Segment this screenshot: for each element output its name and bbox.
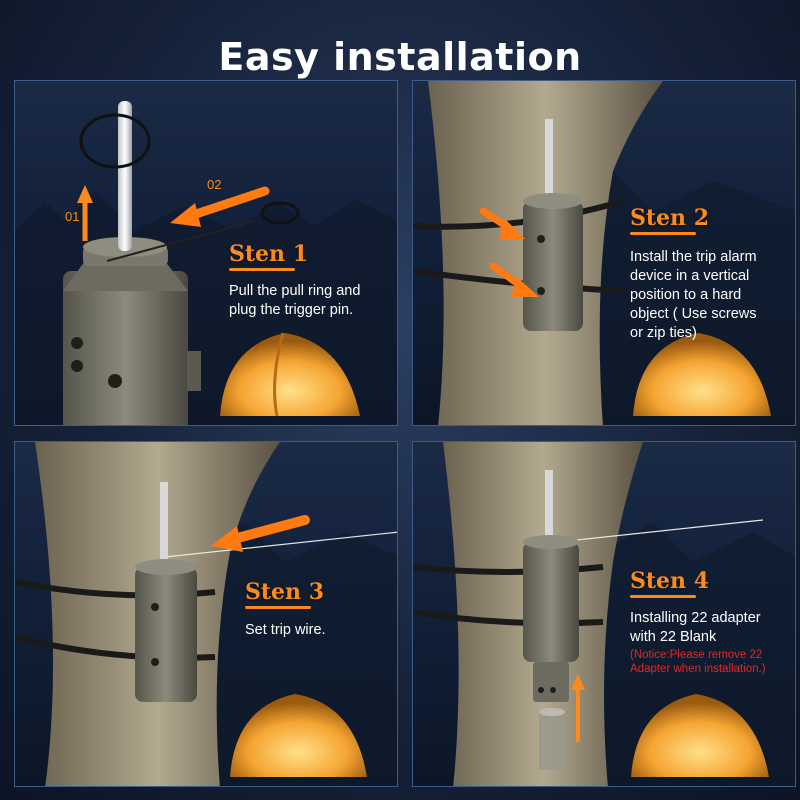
step-2-line-3: position to a hard [630, 287, 742, 303]
arrow-icon [489, 262, 539, 297]
step-3-panel: Sten 3 Set trip wire. [14, 441, 398, 787]
trip-alarm-device [135, 482, 197, 702]
step-2-line-2: device in a vertical [630, 268, 750, 284]
arrow-label-02: 02 [207, 177, 222, 192]
step-2-illustration [413, 81, 795, 425]
tent-icon [633, 333, 771, 416]
trip-wire [164, 531, 397, 558]
step-4-illustration [413, 442, 795, 786]
step-4-line-2: with 22 Blank [630, 629, 717, 645]
step-1-illustration [15, 101, 397, 425]
arrow-icon [170, 186, 270, 227]
step-1-underline [229, 268, 295, 271]
arrow-icon [77, 185, 93, 241]
step-2-underline [630, 232, 696, 235]
trip-alarm-device [523, 470, 579, 702]
step-4-notice-1: (Notice:Please remove 22 [630, 649, 763, 661]
step-4-line-1: Installing 22 adapter [630, 610, 761, 626]
step-3-line-1: Set trip wire. [245, 622, 326, 638]
tent-icon [631, 694, 769, 777]
arrow-icon [571, 674, 585, 742]
step-3-underline [245, 606, 311, 609]
step-4-heading: Sten 4 [630, 568, 710, 594]
step-2-panel: Sten 2 Install the trip alarm device in … [412, 80, 796, 426]
step-4-panel: Sten 4 Installing 22 adapter with 22 Bla… [412, 441, 796, 787]
step-4-notice-2: Adapter when installation.) [630, 663, 766, 675]
step-3-heading: Sten 3 [245, 579, 325, 605]
step-2-line-5: or zip ties) [630, 325, 697, 341]
step-1-line-2: plug the trigger pin. [229, 302, 354, 318]
trip-alarm-device [523, 119, 583, 331]
step-3-illustration [15, 442, 397, 786]
page-title: Easy installation [218, 35, 582, 80]
arrow-label-01: 01 [65, 209, 80, 224]
arrow-icon [479, 207, 525, 239]
step-2-heading: Sten 2 [630, 205, 710, 231]
trip-wire [557, 519, 764, 543]
trip-alarm-device [63, 237, 201, 425]
tent-icon [230, 694, 367, 777]
arrow-icon [211, 515, 310, 552]
step-1-heading: Sten 1 [229, 241, 309, 267]
step-2-line-4: object ( Use screws [630, 306, 757, 322]
pull-ring [79, 113, 151, 169]
trigger-pin [118, 101, 132, 251]
tent-icon [220, 332, 360, 417]
step-4-underline [630, 595, 696, 598]
step-1-panel: 01 02 Sten 1 Pull the pull ring and plug… [14, 80, 398, 426]
step-1-line-1: Pull the pull ring and [229, 283, 361, 299]
blank-cartridge [539, 708, 565, 770]
step-2-line-1: Install the trip alarm [630, 249, 757, 265]
adapter-22 [533, 662, 569, 702]
